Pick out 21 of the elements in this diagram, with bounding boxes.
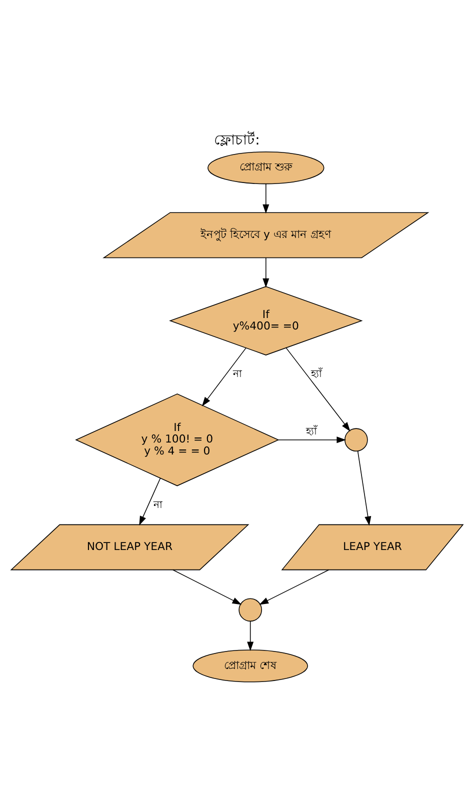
diagram-title: ফ্লোচার্ট: — [214, 132, 260, 148]
arrow — [247, 620, 254, 651]
arrow — [139, 477, 161, 525]
arrow — [202, 347, 246, 406]
node-circle — [344, 428, 368, 452]
arrow — [172, 569, 242, 604]
edge-label: না — [233, 368, 242, 380]
edge-label: না — [154, 499, 163, 510]
edge-label: হ্যাঁ — [310, 368, 322, 380]
arrow — [286, 347, 350, 431]
arrow — [278, 436, 346, 443]
edge-label: হ্যাঁ — [306, 426, 318, 438]
arrow — [262, 183, 270, 214]
node-diamond: If y%400= =0 — [169, 286, 363, 355]
node-circle — [238, 598, 262, 622]
node-diamond: If y % 100! = 0 y % 4 = = 0 — [75, 393, 280, 486]
node-ellipse: প্রোগ্রাম শেষ — [192, 649, 308, 682]
arrow — [262, 256, 270, 288]
arrow — [357, 450, 372, 526]
node-ellipse: প্রোগ্রাম শুরু — [208, 151, 324, 184]
arrow — [259, 569, 330, 604]
